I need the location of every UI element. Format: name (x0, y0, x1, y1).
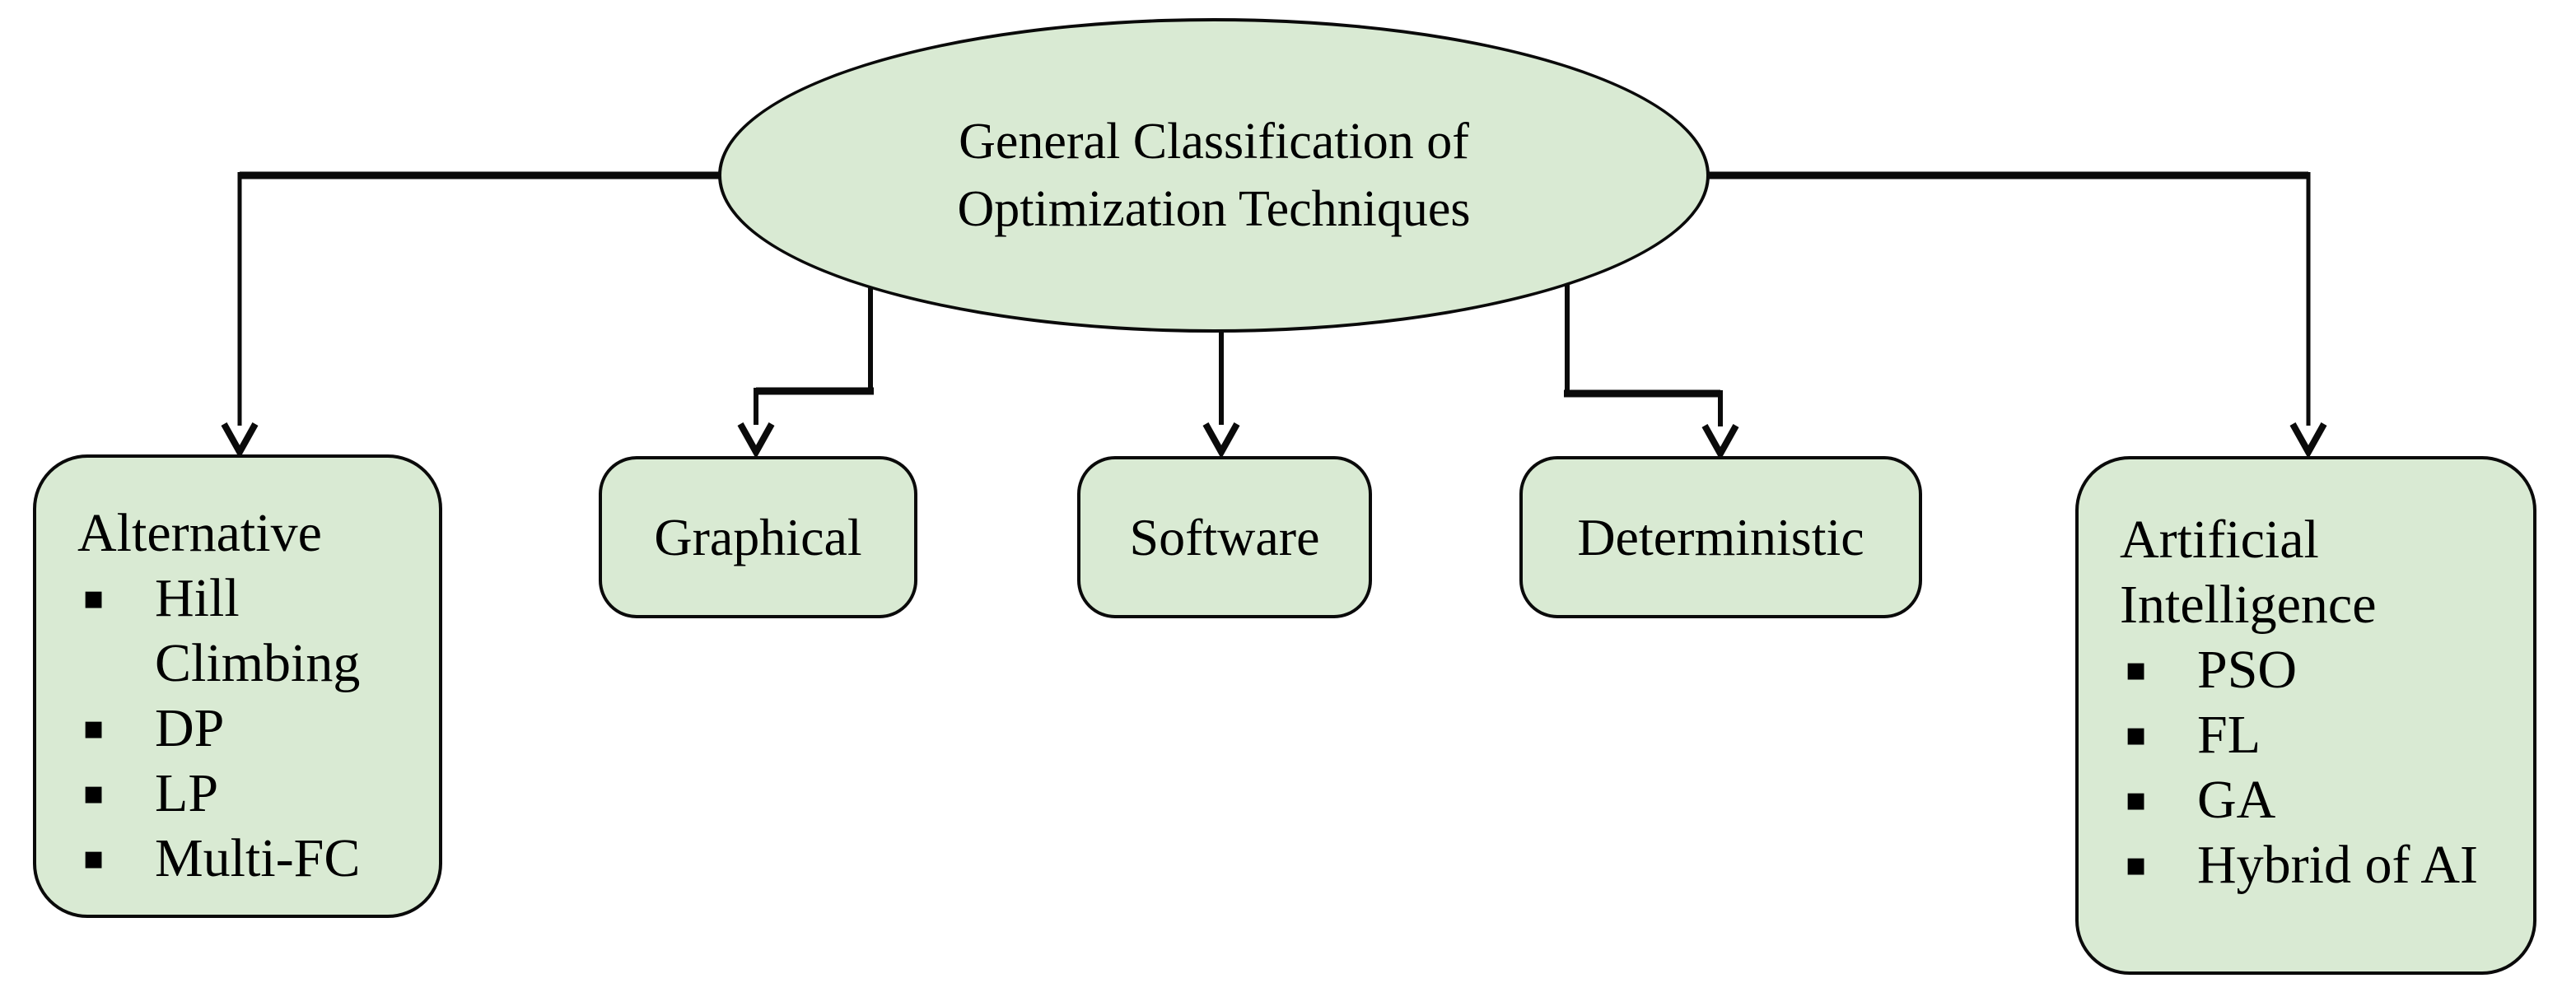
root-node-label: General Classification of Optimization T… (957, 114, 1471, 237)
branch-box-artificial-intelligence: Artificial Intelligence ▪ PSO ▪ FL ▪ GA … (2075, 456, 2536, 975)
list-item-label: FL (2197, 705, 2261, 765)
list-item-label: LP (155, 763, 219, 823)
bullet-square-icon: ▪ (82, 774, 105, 812)
bullet-square-icon: ▪ (2125, 715, 2148, 753)
branch-box-deterministic: Deterministic (1519, 456, 1922, 618)
list-item: ▪ GA (2079, 767, 2533, 832)
bullet-square-icon: ▪ (82, 839, 105, 877)
bullet-square-icon: ▪ (82, 579, 105, 617)
list-item: ▪ Hill Climbing (36, 566, 439, 696)
branch-box-graphical: Graphical (599, 456, 917, 618)
artificial-intelligence-item-list: ▪ PSO ▪ FL ▪ GA ▪ Hybrid of AI (2079, 637, 2533, 897)
arrowhead-alternative-icon (221, 422, 259, 459)
list-item: ▪ PSO (2079, 637, 2533, 702)
branch-label-artificial-intelligence: Artificial Intelligence (2120, 510, 2377, 635)
branch-box-software: Software (1077, 456, 1372, 618)
alternative-item-list: ▪ Hill Climbing ▪ DP ▪ LP ▪ Multi-FC (36, 566, 439, 891)
list-item-label: PSO (2197, 640, 2298, 700)
list-item: ▪ FL (2079, 702, 2533, 767)
list-item: ▪ Multi-FC (36, 826, 439, 891)
branch-label-graphical: Graphical (654, 507, 862, 566)
branch-label-deterministic: Deterministic (1577, 507, 1864, 566)
branch-box-alternative: Alternative ▪ Hill Climbing ▪ DP ▪ LP ▪ … (33, 454, 442, 918)
arrowhead-software-icon (1202, 422, 1240, 459)
list-item-label: Hill Climbing (155, 568, 361, 693)
bullet-square-icon: ▪ (2125, 650, 2148, 688)
bullet-square-icon: ▪ (2125, 846, 2148, 883)
list-item: ▪ LP (36, 761, 439, 826)
root-node: General Classification of Optimization T… (718, 18, 1710, 333)
bullet-square-icon: ▪ (2125, 780, 2148, 818)
arrowhead-ai-icon (2289, 422, 2327, 459)
bullet-square-icon: ▪ (82, 709, 105, 747)
list-item-label: Multi-FC (155, 828, 361, 888)
arrowhead-graphical-icon (737, 422, 775, 459)
list-item: ▪ DP (36, 696, 439, 761)
list-item-label: DP (155, 698, 225, 758)
list-item: ▪ Hybrid of AI (2079, 832, 2533, 897)
arrowhead-deterministic-icon (1701, 424, 1739, 461)
branch-label-alternative: Alternative (77, 503, 322, 563)
list-item-label: Hybrid of AI (2197, 835, 2478, 895)
branch-label-software: Software (1129, 507, 1320, 566)
list-item-label: GA (2197, 770, 2276, 830)
